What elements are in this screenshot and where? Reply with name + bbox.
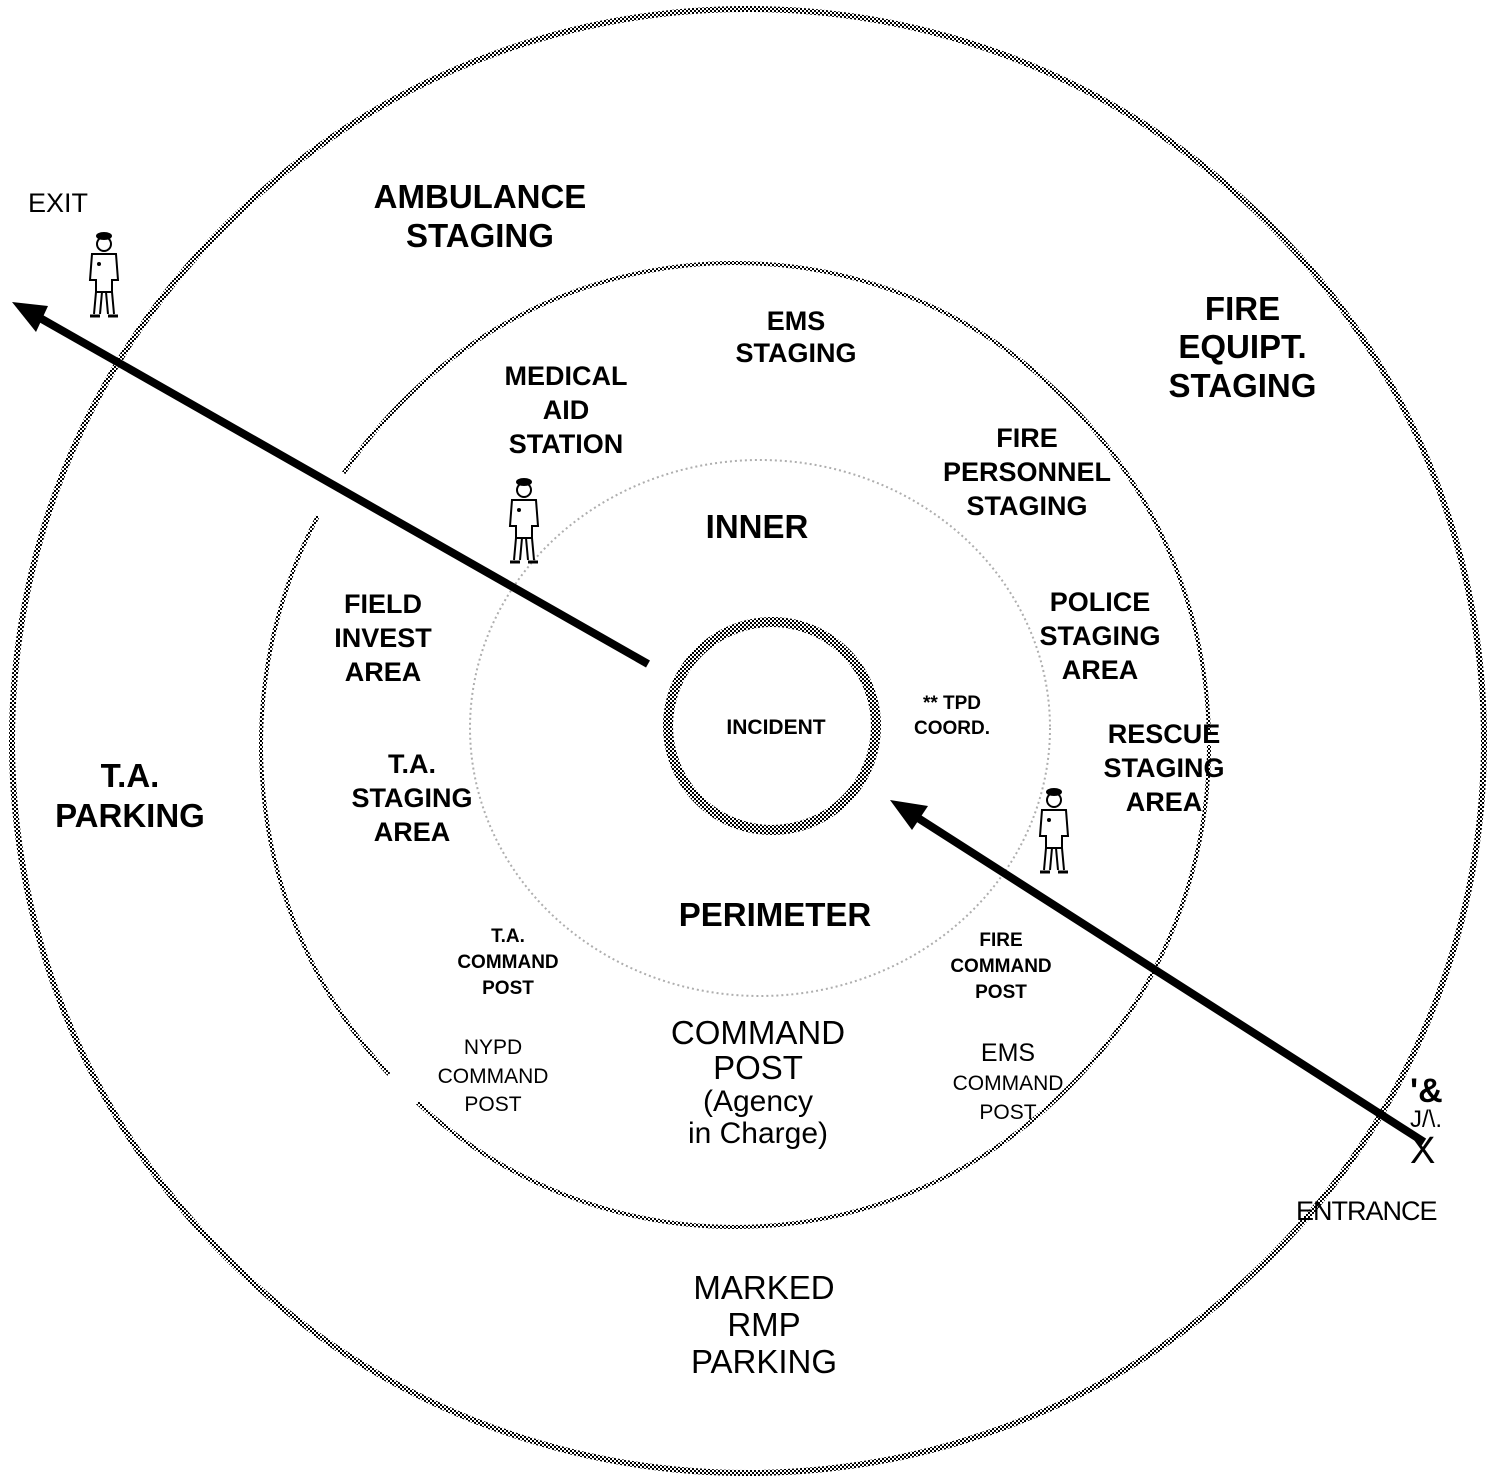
exit-arrow-icon [12, 302, 650, 668]
middle-ring [259, 261, 1211, 1229]
entrance-label: ENTRANCE [1296, 1196, 1438, 1226]
entrance-arrow-icon [890, 800, 1427, 1146]
inner-label: INNER [705, 508, 809, 545]
police-officer-icon [88, 232, 120, 318]
perimeter-label: PERIMETER [678, 896, 872, 933]
entrance-marks: '& J/\. X [1410, 1072, 1443, 1172]
police-officer-icon [508, 478, 540, 564]
ta-parking-label: T.A.PARKING [55, 757, 205, 835]
inner-ring [469, 459, 1051, 997]
incident-label: INCIDENT [726, 716, 826, 739]
outer-ring [9, 6, 1487, 1476]
exit-label: EXIT [28, 188, 89, 218]
police-officer-icon [1038, 788, 1070, 874]
incident-circle [663, 617, 881, 835]
